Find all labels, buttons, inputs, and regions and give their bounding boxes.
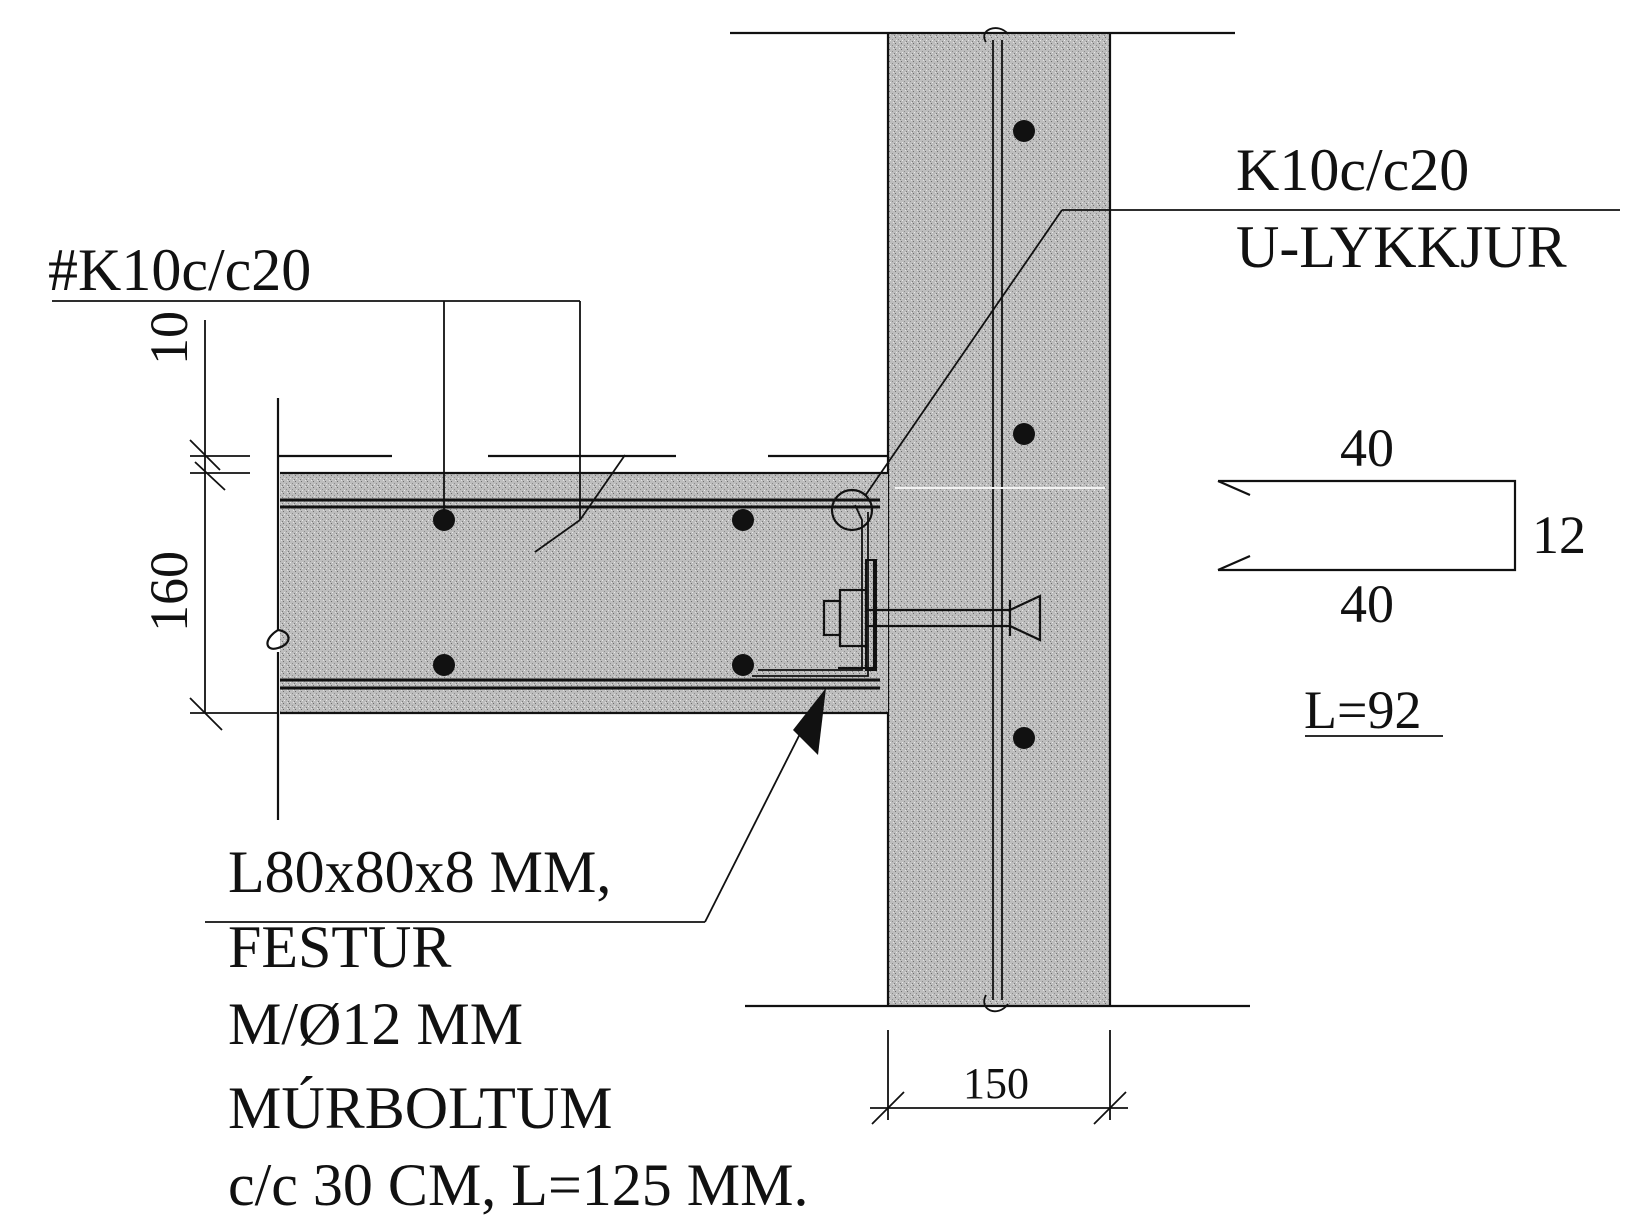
slab-rebar-dots — [433, 509, 754, 676]
wall-dimension — [870, 1030, 1128, 1125]
angle-label-line5: c/c 30 CM, L=125 MM. — [228, 1152, 809, 1218]
slab-dimension — [189, 320, 278, 731]
ubar-leg-top-label: 40 — [1340, 418, 1394, 478]
slab-rebar-label: #K10c/c20 — [48, 237, 311, 303]
ubar-height-label: 12 — [1532, 505, 1586, 565]
wall-rebar-dots — [1013, 120, 1035, 749]
u-bar — [752, 488, 874, 677]
concrete-slab — [266, 398, 888, 820]
angle-label-line2: FESTUR — [228, 914, 451, 980]
angle-label-line4: MÚRBOLTUM — [228, 1075, 613, 1141]
slab-thickness-label: 160 — [139, 551, 199, 632]
ubar-name-label: U-LYKKJUR — [1236, 214, 1567, 280]
ubar-length-label: L=92 — [1304, 680, 1421, 740]
masonry-bolt — [822, 588, 1042, 648]
angle-label-line3: M/Ø12 MM — [228, 991, 523, 1057]
leader-lines — [52, 209, 1620, 923]
angle-label-line1: L80x80x8 MM, — [228, 839, 611, 905]
cover-dimension-label: 10 — [139, 311, 199, 365]
concrete-wall — [730, 27, 1250, 1013]
wall-thickness-label: 150 — [963, 1059, 1029, 1108]
u-bar-shape-diagram — [1217, 479, 1517, 737]
ubar-leg-bottom-label: 40 — [1340, 574, 1394, 634]
ubar-spec-label: K10c/c20 — [1236, 137, 1469, 203]
